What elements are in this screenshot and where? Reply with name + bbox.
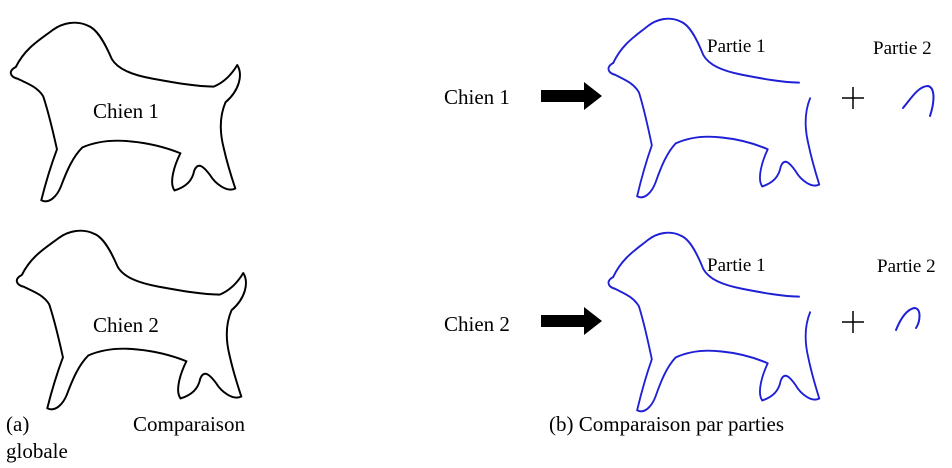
plus-icon (842, 87, 864, 109)
row1-part1-label: Partie 1 (707, 36, 766, 57)
row2-part1-label: Partie 1 (707, 255, 766, 276)
row1-dog-label: Chien 1 (444, 85, 510, 109)
caption-a-letter: (a) (6, 412, 29, 436)
right-arrow-icon (541, 307, 602, 335)
caption-b: (b) Comparaison par parties (549, 412, 784, 436)
row2-part2-label: Partie 2 (877, 256, 936, 277)
row2-part2-curve (895, 307, 921, 331)
plus-icon (842, 311, 864, 333)
right-arrow-icon (541, 82, 602, 110)
caption-a-word: Comparaison (133, 412, 245, 436)
row1-part2-label: Partie 2 (873, 38, 932, 59)
caption-a-line2: globale (6, 439, 68, 463)
dog1-global-label: Chien 1 (93, 99, 159, 123)
row1-part2-curve (902, 85, 935, 117)
row2-dog-label: Chien 2 (444, 312, 510, 336)
dog2-global-label: Chien 2 (93, 313, 159, 337)
